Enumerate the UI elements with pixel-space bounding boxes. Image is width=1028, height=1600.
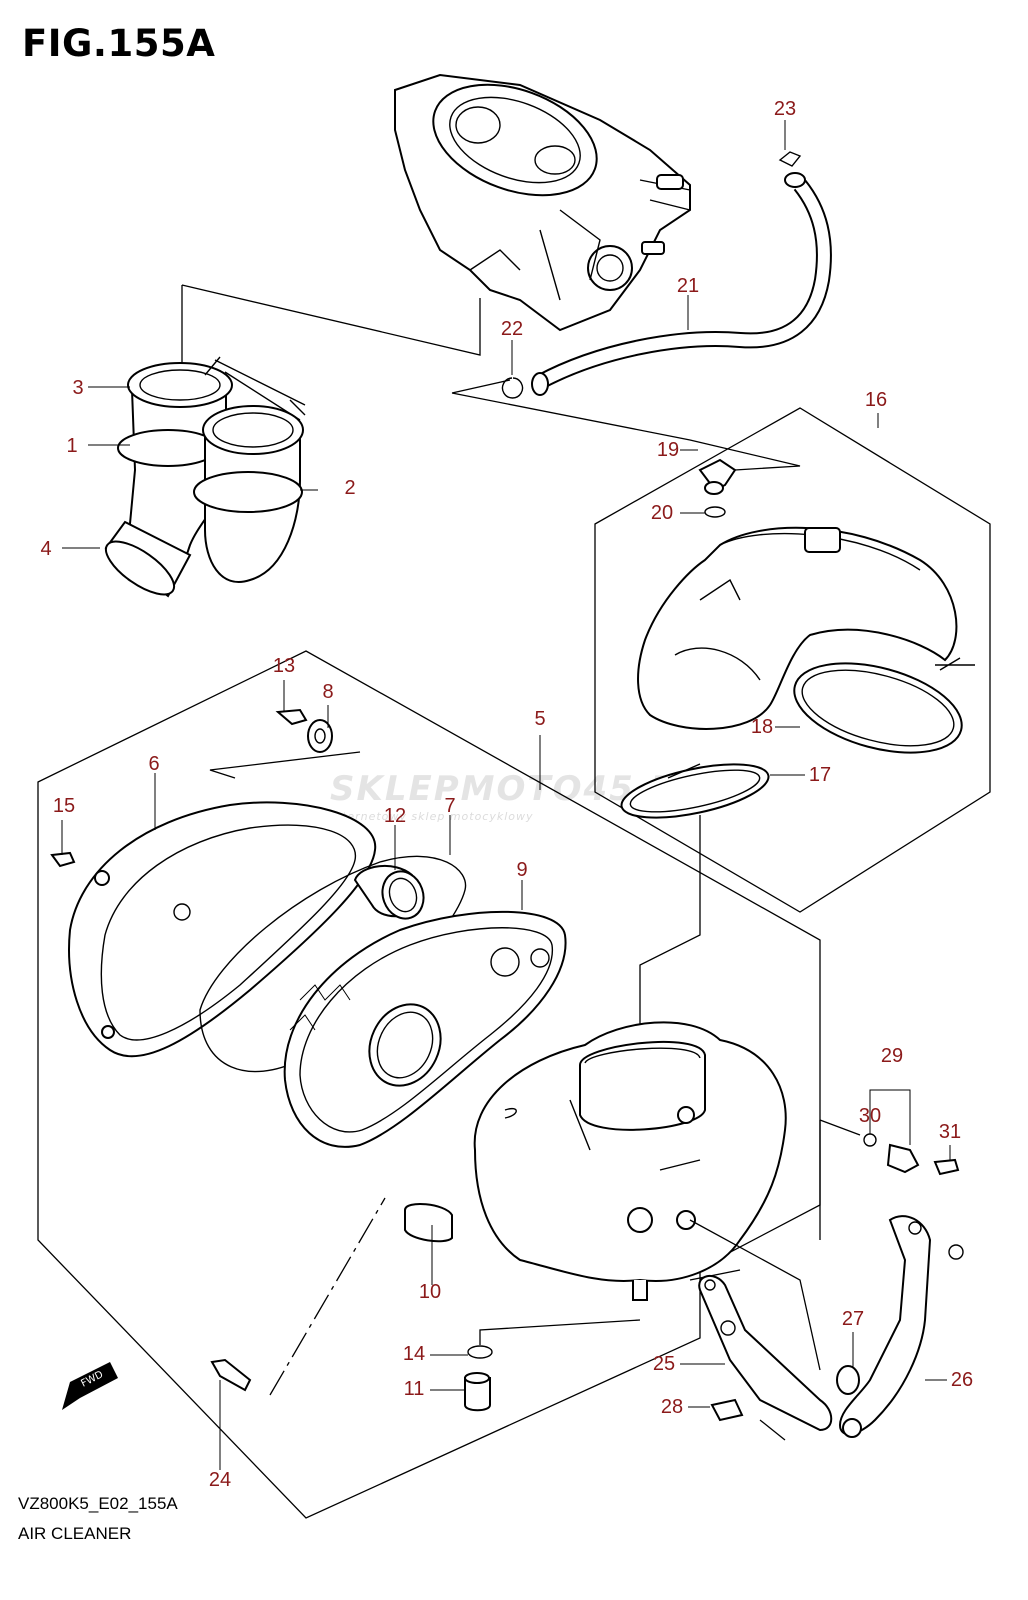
- air-cleaner-case: [473, 1021, 787, 1301]
- callout-26: 26: [951, 1369, 973, 1391]
- watermark-brand-2: MOTO: [461, 769, 584, 809]
- callout-11: 11: [404, 1378, 425, 1400]
- fwd-arrow: FWD: [62, 1362, 118, 1410]
- callout-18: 18: [751, 716, 773, 738]
- callout-2: 2: [344, 477, 355, 499]
- callout-7: 7: [444, 795, 455, 817]
- figure-title: FIG.155A: [22, 22, 216, 65]
- callout-22: 22: [501, 318, 523, 340]
- guide-hose-to-duct: [451, 379, 801, 471]
- guide-bracket-bolt: [759, 1419, 786, 1441]
- air-filter-element: [283, 910, 567, 1148]
- callout-30: 30: [859, 1105, 881, 1127]
- callout-10: 10: [419, 1281, 441, 1303]
- callout-15: 15: [53, 795, 75, 817]
- callout-leaders: [61, 120, 951, 1470]
- callout-27: 27: [842, 1308, 864, 1330]
- callout-31: 31: [939, 1121, 961, 1143]
- callout-29: 29: [881, 1045, 903, 1067]
- guide-bolt-24: [269, 1197, 386, 1396]
- callout-25: 25: [653, 1353, 675, 1375]
- top-fasteners: [275, 708, 333, 753]
- callout-4: 4: [40, 538, 51, 560]
- figure-caption: AIR CLEANER: [18, 1524, 132, 1543]
- callout-8: 8: [322, 681, 333, 703]
- callout-9: 9: [516, 859, 527, 881]
- reference-code: VZ800K5_E02_155A: [18, 1494, 178, 1513]
- intake-pipe-assembly: [104, 356, 306, 598]
- callout-6: 6: [148, 753, 159, 775]
- bolt-24: [210, 1358, 252, 1392]
- callout-20: 20: [651, 502, 673, 524]
- bracket-assembly: [698, 1215, 964, 1438]
- callout-21: 21: [677, 275, 699, 297]
- intake-funnel: [353, 864, 425, 920]
- carburetor-assembly: [394, 73, 691, 332]
- box-inlet-duct-group: [594, 407, 991, 913]
- callout-17: 17: [809, 764, 831, 786]
- callout-12: 12: [384, 805, 406, 827]
- spacer-10: [404, 1203, 453, 1243]
- callout-16: 16: [865, 389, 887, 411]
- screw-15: [50, 851, 76, 868]
- callout-13: 13: [273, 655, 295, 677]
- callout-14: 14: [403, 1343, 425, 1365]
- breather-hose-assembly: [501, 151, 832, 399]
- drain-plug-assembly: [464, 1345, 493, 1412]
- callout-5: 5: [534, 708, 545, 730]
- inlet-duct-assembly: [620, 458, 975, 819]
- guide-drain: [479, 1319, 641, 1345]
- callout-24: 24: [209, 1469, 231, 1491]
- guide-sensor: [819, 1119, 861, 1240]
- callout-19: 19: [657, 439, 679, 461]
- guide-top-fasteners: [209, 751, 361, 779]
- watermark-brand-1: SKLEP: [330, 769, 461, 809]
- callout-28: 28: [661, 1396, 683, 1418]
- guide-duct-to-case: [639, 815, 701, 1035]
- callout-1: 1: [66, 435, 77, 457]
- cover-gasket: [199, 855, 467, 1073]
- callout-layer: 1234567891011121314151617181920212223242…: [40, 98, 973, 1491]
- guide-case-to-bracket: [689, 1219, 821, 1371]
- watermark-tagline: internetowy sklep motocyklowy: [330, 810, 534, 823]
- air-cleaner-cover: [68, 801, 377, 1058]
- callout-3: 3: [72, 377, 83, 399]
- callout-23: 23: [774, 98, 796, 120]
